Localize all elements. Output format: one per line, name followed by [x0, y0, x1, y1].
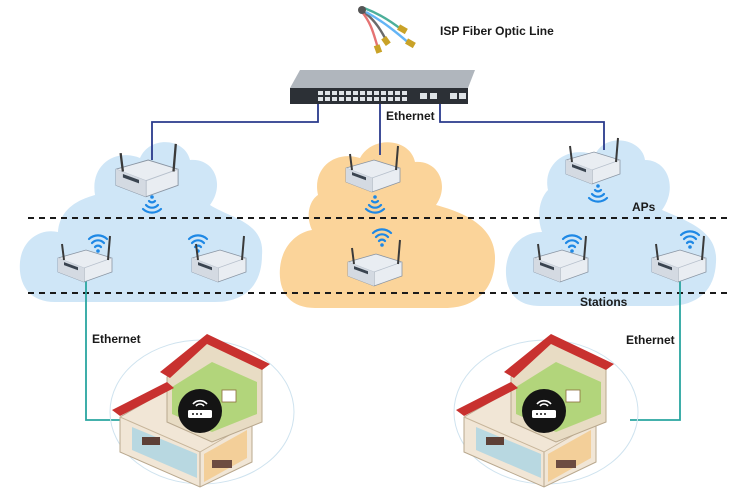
ap-cloud-center [279, 142, 495, 308]
ethernet-label-top: Ethernet [386, 109, 435, 123]
ethernet-link-right [439, 98, 605, 150]
ethernet-link-house-right [630, 280, 681, 421]
aps-label: APs [632, 200, 656, 214]
router-badge-icon [178, 389, 222, 433]
ethernet-label-left: Ethernet [92, 332, 141, 346]
ethernet-link-left [151, 98, 319, 160]
stations-label: Stations [580, 295, 628, 309]
isp-fiber-label: ISP Fiber Optic Line [440, 24, 554, 38]
ethernet-link-house-left [85, 280, 120, 421]
fiber-cable-icon [358, 6, 416, 54]
ethernet-label-right: Ethernet [626, 333, 675, 347]
network-switch-icon [290, 70, 475, 104]
router-badge-icon [522, 389, 566, 433]
